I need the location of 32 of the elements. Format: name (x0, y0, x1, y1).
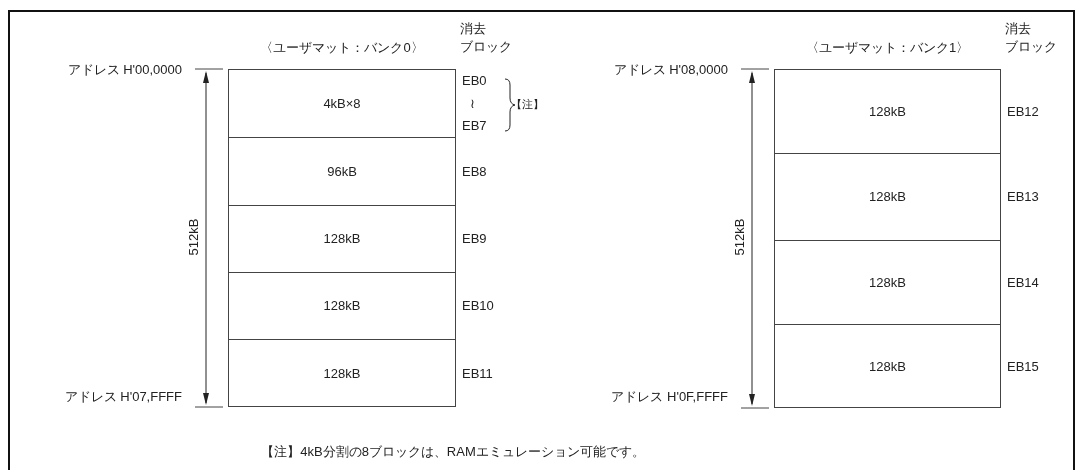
size-label: 512kB (186, 218, 202, 256)
block-size: 4kB×8 (323, 94, 361, 113)
column-heading: 消去ブロック (1005, 20, 1057, 56)
size-label: 512kB (732, 218, 748, 256)
bank-heading: 〈ユーザマット：バンク1〉 (805, 39, 970, 57)
erase-block-label: EB9 (462, 230, 487, 248)
erase-block-label: EB13 (1007, 188, 1039, 206)
bank-heading: 〈ユーザマット：バンク0〉 (260, 39, 424, 57)
block-size: 96kB (327, 162, 357, 181)
block-size: 128kB (323, 365, 361, 384)
erase-block-label: EB8 (462, 162, 487, 181)
erase-block-label: EB0 (462, 72, 487, 90)
address-label: アドレス H'00,0000 (66, 61, 182, 79)
block-size: 128kB (869, 102, 906, 121)
erase-block-label: EB14 (1007, 273, 1039, 292)
column-heading: 消去ブロック (460, 20, 512, 56)
address-label: アドレス H'08,0000 (612, 61, 728, 79)
block-size: 128kB (323, 297, 361, 316)
note-mark: 【注】 (511, 97, 544, 112)
block-size: 128kB (869, 188, 906, 207)
erase-block-label: EB15 (1007, 358, 1039, 376)
erase-block-label: EB10 (462, 297, 494, 315)
block-size: 128kB (323, 230, 361, 249)
address-label: アドレス H'07,FFFF (63, 388, 182, 406)
erase-block-label: EB11 (462, 365, 493, 383)
block-size: 128kB (869, 358, 906, 377)
block-size: 128kB (869, 273, 906, 292)
erase-block-label: EB12 (1007, 102, 1039, 121)
erase-block-label: EB7 (462, 117, 487, 135)
range-mark: ≀ (469, 94, 476, 113)
footnote: 【注】4kB分割の8ブロックは、RAMエミュレーション可能です。 (260, 443, 646, 461)
address-label: アドレス H'0F,FFFF (610, 388, 728, 406)
